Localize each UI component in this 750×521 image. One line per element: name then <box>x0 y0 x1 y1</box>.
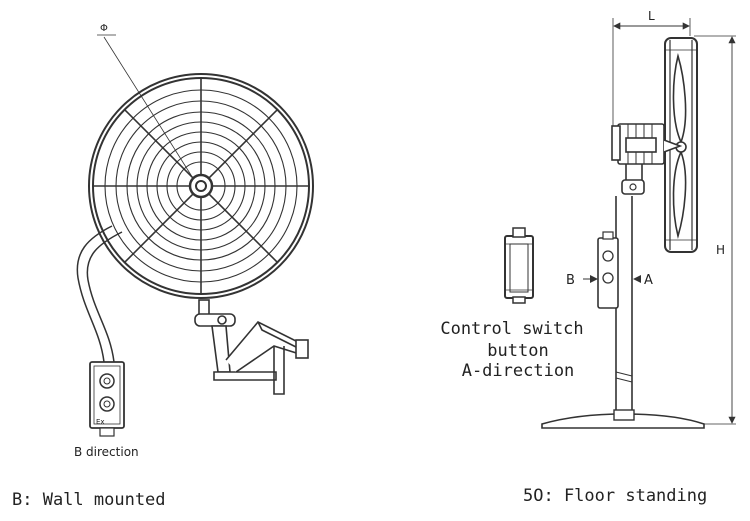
dimension-l-label: L <box>648 9 655 23</box>
guard-spoke <box>124 109 194 179</box>
floor-fan <box>541 18 736 429</box>
guard-spoke <box>208 109 278 179</box>
fan-blade-lower <box>672 149 687 240</box>
wall-switch-button-bottom <box>99 396 115 412</box>
switch-box-outline <box>504 235 534 299</box>
power-cable <box>76 225 113 363</box>
svg-text:Ex: Ex <box>96 418 105 426</box>
wall-fan: Ex <box>76 34 314 437</box>
motor-body <box>611 123 683 165</box>
fan-blade-upper <box>672 52 687 145</box>
control-switch-line3: A-direction <box>462 361 575 381</box>
dimension-h-label: H <box>716 243 725 257</box>
b-direction-label: B direction <box>74 445 139 459</box>
b-marker-label: B <box>566 273 575 288</box>
control-switch-detail <box>504 227 534 304</box>
a-marker-label: A <box>644 273 653 288</box>
guard-ring <box>88 73 314 299</box>
wall-switch-button-top <box>99 373 115 389</box>
power-cable-outer <box>86 231 123 363</box>
wall-mounted-caption: B: Wall mounted <box>12 490 166 510</box>
guard-spoke <box>208 193 278 263</box>
stand-pole <box>615 196 633 420</box>
guard-spoke <box>124 193 194 263</box>
fan-guard-spokes <box>93 78 309 294</box>
control-switch-line2: button <box>487 341 548 361</box>
diameter-symbol: Φ <box>100 23 108 34</box>
wall-bracket <box>194 299 309 395</box>
fan-hub-inner <box>195 180 207 192</box>
control-switch-line1: Control switch <box>440 319 583 339</box>
floor-standing-caption: 5O: Floor standing <box>523 486 707 506</box>
